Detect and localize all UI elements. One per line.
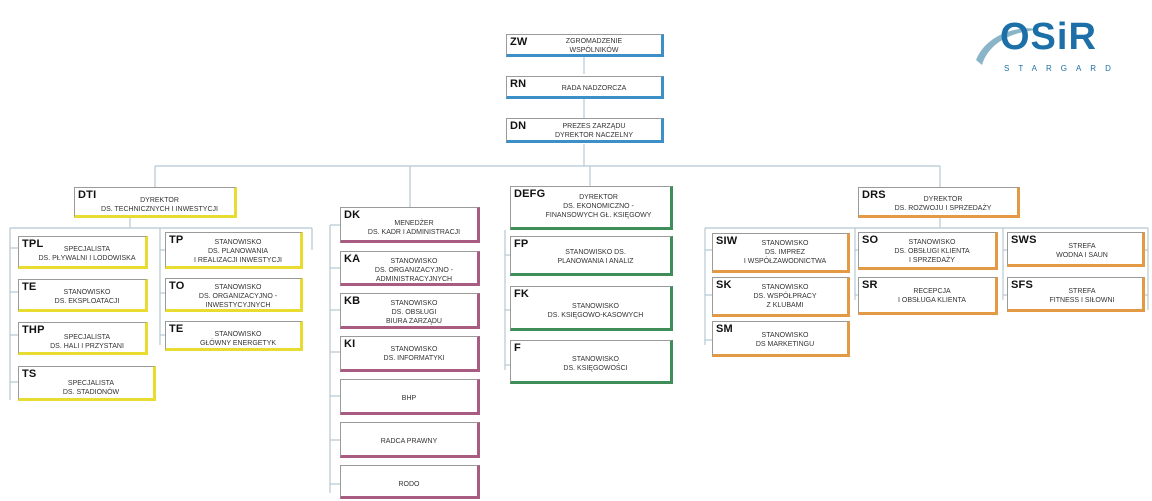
node-label: STANOWISKO DS. PLANOWANIA I ANALIZ <box>557 249 634 265</box>
node-label: STANOWISKO DS. INFORMATYKI <box>383 346 445 362</box>
node-code: KI <box>344 338 356 350</box>
osir-logo: OSiR <box>1000 16 1097 58</box>
node-label: DYREKTOR DS. TECHNICZNYCH I INWESTYCJI <box>101 197 218 213</box>
node-code: SO <box>862 234 879 246</box>
node-label: STREFA FITNESS I SIŁOWNI <box>1049 288 1115 304</box>
node-code: DRS <box>862 189 886 201</box>
node-dn: DN PREZES ZARZĄDU DYREKTOR NACZELNY <box>506 118 664 143</box>
node-label: PREZES ZARZĄDU DYREKTOR NACZELNY <box>554 123 634 139</box>
node-code: RN <box>510 78 527 90</box>
osir-logo-swoosh <box>976 28 1038 66</box>
node-fp: FP STANOWISKO DS. PLANOWANIA I ANALIZ <box>510 236 673 276</box>
node-label: STANOWISKO DS. ORGANIZACYJNO - ADMINISTR… <box>374 258 454 283</box>
node-rodo: RODO <box>340 465 480 499</box>
node-ki: KI STANOWISKO DS. INFORMATYKI <box>340 336 480 372</box>
node-label: SPECJALISTA DS. STADIONÓW <box>62 380 120 396</box>
node-code: TE <box>22 281 37 293</box>
node-drs: DRS DYREKTOR DS. ROZWOJU I SPRZEDAŻY <box>858 187 1020 218</box>
node-thp: THP SPECJALISTA DS. HALI I PRZYSTANI <box>18 322 148 355</box>
node-ts: TS SPECJALISTA DS. STADIONÓW <box>18 366 156 401</box>
node-label: STANOWISKO DS. KSIĘGOWOŚCI <box>563 356 628 372</box>
node-code: SWS <box>1011 234 1037 246</box>
node-label: RECEPCJA I OBSŁUGA KLIENTA <box>898 288 966 304</box>
node-label: STANOWISKO DS. IMPREZ I WSPÓŁZAWODNICTWA <box>743 240 827 265</box>
node-code: TS <box>22 368 37 380</box>
node-code: SK <box>716 279 732 291</box>
node-code: DK <box>344 209 361 221</box>
node-dk: DK MENEDŻER DS. KADR I ADMINISTRACJI <box>340 207 480 243</box>
node-f: F STANOWISKO DS. KSIĘGOWOŚCI <box>510 340 673 384</box>
node-rn: RN RADA NADZORCZA <box>506 76 664 99</box>
node-code: SR <box>862 279 878 291</box>
node-defg: DEFG DYREKTOR DS. EKONOMICZNO - FINANSOW… <box>510 186 673 230</box>
node-code: ZW <box>510 36 528 48</box>
node-label: ZGROMADZENIE WSPÓLNIKÓW <box>565 38 623 54</box>
node-sr: SR RECEPCJA I OBSŁUGA KLIENTA <box>858 277 998 315</box>
node-label: DYREKTOR DS. ROZWOJU I SPRZEDAŻY <box>894 196 992 212</box>
node-label: STANOWISKO GŁÓWNY ENERGETYK <box>199 331 277 347</box>
node-label: STANOWISKO DS. OBSŁUGI KLIENTA I SPRZEDA… <box>894 239 970 264</box>
node-code: F <box>514 342 521 354</box>
node-code: SM <box>716 323 733 335</box>
node-code: KB <box>344 295 361 307</box>
node-bhp: BHP <box>340 379 480 415</box>
node-zw: ZW ZGROMADZENIE WSPÓLNIKÓW <box>506 34 664 57</box>
node-siw: SIW STANOWISKO DS. IMPREZ I WSPÓŁZAWODNI… <box>712 233 850 273</box>
node-code: DEFG <box>514 188 546 200</box>
node-code: SFS <box>1011 279 1033 291</box>
node-label: STANOWISKO DS. ORGANIZACYJNO - INWESTYCY… <box>198 284 278 309</box>
node-code: TP <box>169 234 184 246</box>
node-dti: DTI DYREKTOR DS. TECHNICZNYCH I INWESTYC… <box>74 187 237 218</box>
node-label: STANOWISKO DS. PLANOWANIA I REALIZACJI I… <box>194 239 282 264</box>
node-sws: SWS STREFA WODNA I SAUN <box>1007 232 1145 267</box>
node-code: DTI <box>78 189 97 201</box>
node-code: KA <box>344 253 361 265</box>
node-code: TO <box>169 280 185 292</box>
node-sm: SM STANOWISKO DS MARKETINGU <box>712 321 850 357</box>
node-sk: SK STANOWISKO DS. WSPÓŁPRACY Z KLUBAMI <box>712 277 850 317</box>
node-to: TO STANOWISKO DS. ORGANIZACYJNO - INWEST… <box>165 278 303 312</box>
node-label: SPECJALISTA DS. PŁYWALNI I LODOWISKA <box>38 246 136 262</box>
node-code: TPL <box>22 238 44 250</box>
node-label: DYREKTOR DS. EKONOMICZNO - FINANSOWYCH G… <box>545 194 652 219</box>
node-label: BHP <box>401 395 417 402</box>
node-label: STANOWISKO DS. EKSPLOATACJI <box>54 289 120 305</box>
node-label: STANOWISKO DS. WSPÓŁPRACY Z KLUBAMI <box>753 284 817 309</box>
node-label: RADCA PRAWNY <box>380 438 438 445</box>
node-te2: TE STANOWISKO GŁÓWNY ENERGETYK <box>165 321 303 351</box>
node-label: SPECJALISTA DS. HALI I PRZYSTANI <box>50 334 124 350</box>
node-code: DN <box>510 120 527 132</box>
node-tp: TP STANOWISKO DS. PLANOWANIA I REALIZACJ… <box>165 232 303 269</box>
node-label: STANOWISKO DS MARKETINGU <box>755 332 815 348</box>
node-kb: KB STANOWISKO DS. OBSŁUGI BIURA ZARZĄDU <box>340 293 480 329</box>
node-tpl: TPL SPECJALISTA DS. PŁYWALNI I LODOWISKA <box>18 236 148 269</box>
node-code: THP <box>22 324 45 336</box>
node-te1: TE STANOWISKO DS. EKSPLOATACJI <box>18 279 148 312</box>
node-code: SIW <box>716 235 738 247</box>
node-label: STREFA WODNA I SAUN <box>1056 243 1108 259</box>
node-radca: RADCA PRAWNY <box>340 422 480 458</box>
node-fk: FK STANOWISKO DS. KSIĘGOWO-KASOWYCH <box>510 286 673 331</box>
node-label: STANOWISKO DS. OBSŁUGI BIURA ZARZĄDU <box>385 300 442 325</box>
osir-logo-subtitle: STARGARD <box>1004 64 1120 73</box>
node-label: STANOWISKO DS. KSIĘGOWO-KASOWYCH <box>547 303 644 319</box>
node-ka: KA STANOWISKO DS. ORGANIZACYJNO - ADMINI… <box>340 251 480 286</box>
node-label: RODO <box>398 481 420 488</box>
node-code: TE <box>169 323 184 335</box>
node-sfs: SFS STREFA FITNESS I SIŁOWNI <box>1007 277 1145 312</box>
node-so: SO STANOWISKO DS. OBSŁUGI KLIENTA I SPRZ… <box>858 232 998 270</box>
node-label: RADA NADZORCZA <box>561 85 627 92</box>
node-code: FP <box>514 238 529 250</box>
node-code: FK <box>514 288 530 300</box>
node-label: MENEDŻER DS. KADR I ADMINISTRACJI <box>367 220 461 236</box>
